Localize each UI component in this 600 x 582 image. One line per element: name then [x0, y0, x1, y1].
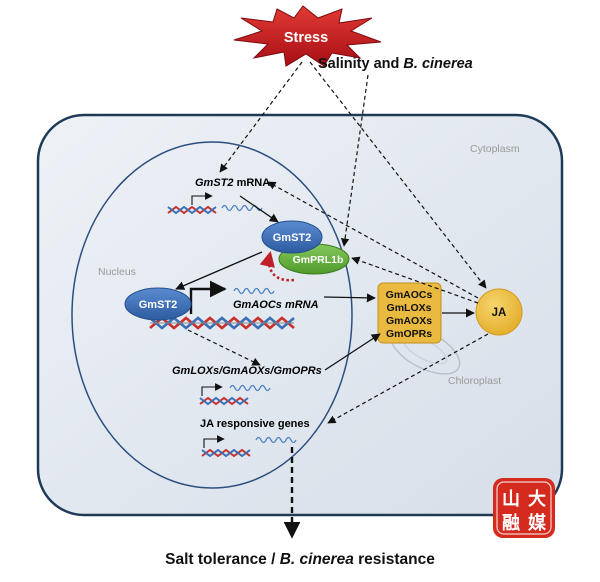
gmst2-promoter-label: GmST2	[139, 299, 178, 311]
gene-dna-lox	[199, 396, 249, 406]
stress-label: Stress	[284, 30, 328, 46]
logo-char-3: 融	[502, 513, 520, 534]
gmaocs-mrna-label: GmAOCs mRNA	[233, 299, 319, 311]
gmst2-gmprl1b-complex: GmST2 GmPRL1b	[261, 220, 350, 275]
stimuli-caption: Salinity and B. cinerea	[318, 56, 473, 72]
enzyme-label-aoxs: GmAOXs	[386, 315, 432, 327]
gmst2-promoter-protein: GmST2	[124, 287, 192, 321]
outcome-caption: Salt tolerance / B. cinerea resistance	[165, 551, 435, 568]
gene-dna-1	[167, 205, 217, 215]
gmst2-mrna-label: GmST2 mRNA	[195, 177, 270, 189]
stimuli-prefix: Salinity and	[318, 56, 403, 72]
enzyme-box: GmAOCs GmLOXs GmAOXs GmOPRs	[377, 282, 442, 344]
enzyme-label-aocs: GmAOCs	[386, 289, 433, 301]
chloroplast-label: Chloroplast	[448, 375, 501, 387]
gmst2-protein	[261, 220, 323, 254]
ja-label: JA	[492, 307, 507, 319]
outcome-pathogen: B. cinerea	[280, 551, 354, 568]
dashed-arrows	[187, 181, 489, 424]
ja-hormone: JA	[475, 288, 523, 336]
gmst2-mrna-suffix: mRNA	[234, 177, 271, 189]
gene-dna-main	[149, 316, 295, 330]
outcome-prefix: Salt tolerance /	[165, 551, 280, 568]
solid-arrows	[175, 195, 475, 371]
gmst2-complex-label: GmST2	[273, 232, 312, 244]
nucleus	[71, 141, 353, 489]
gmst2-mrna-gene: GmST2	[195, 177, 234, 189]
cell-body	[36, 113, 564, 517]
gene-dna-ja	[201, 448, 251, 458]
enzyme-label-oprs: GmOPRs	[386, 328, 432, 340]
logo-char-1: 山	[502, 489, 520, 510]
outcome-suffix: resistance	[354, 551, 435, 568]
gmlox-group-label: GmLOXs/GmAOXs/GmOPRs	[172, 365, 322, 377]
nucleus-label: Nucleus	[98, 266, 136, 278]
stress-arrows	[219, 61, 487, 289]
stress-burst: Stress	[233, 5, 382, 67]
gmprl1b-label: GmPRL1b	[293, 254, 344, 266]
logo-char-2: 大	[528, 488, 546, 510]
stimuli-pathogen: B. cinerea	[403, 56, 472, 72]
feedback-arrow	[259, 250, 295, 282]
enzyme-label-loxs: GmLOXs	[387, 302, 432, 314]
cytoplasm-label: Cytoplasm	[470, 143, 520, 155]
logo-char-4: 媒	[528, 512, 547, 534]
tss-arrows	[191, 192, 225, 448]
ja-responsive-genes-label: JA responsive genes	[200, 418, 310, 430]
mrna-waves	[221, 204, 297, 444]
shanda-rongmei-logo: 山 大 融 媒	[493, 478, 555, 538]
